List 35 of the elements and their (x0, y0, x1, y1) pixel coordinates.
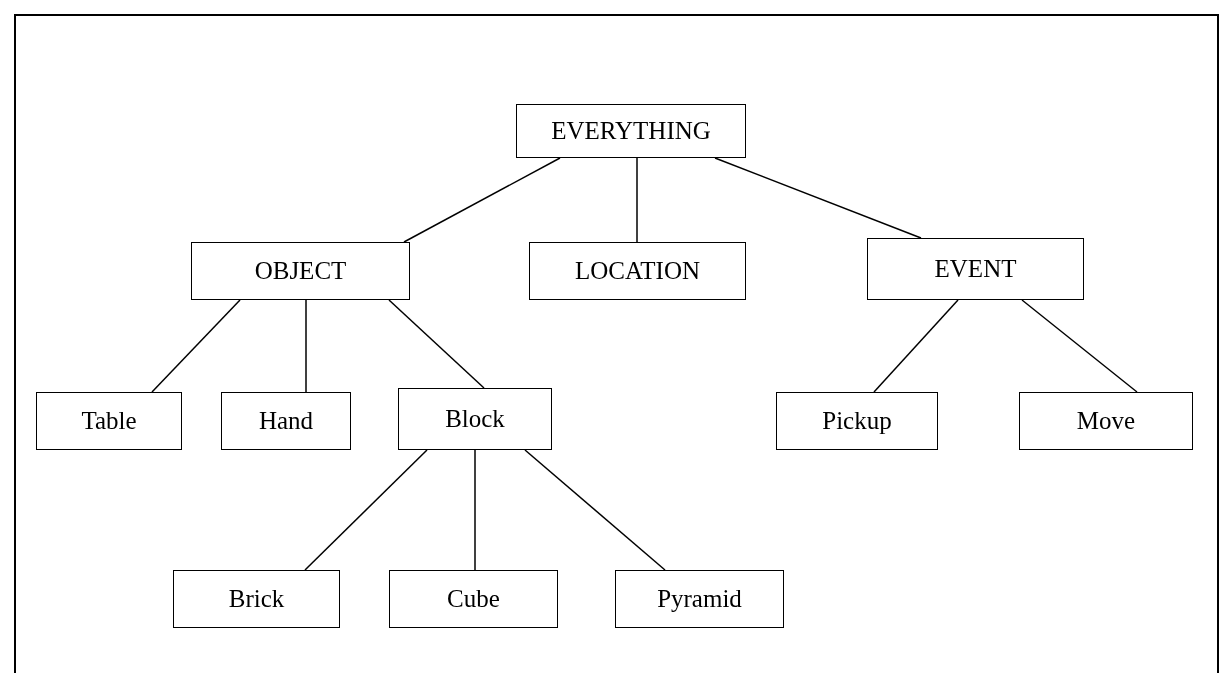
category-box (529, 242, 746, 300)
category-label: Block (445, 405, 505, 433)
category-label: Brick (228, 585, 285, 613)
connector-line (873, 299, 959, 393)
category-box (221, 392, 351, 450)
category-box (36, 392, 182, 450)
category-box (389, 570, 558, 628)
connector-line (636, 157, 638, 243)
category-label: LOCATION (575, 257, 700, 285)
connector-line (1021, 299, 1138, 393)
category-label: EVERYTHING (551, 117, 711, 145)
category-label: OBJECT (254, 257, 347, 285)
category-label: Move (1076, 407, 1136, 435)
category-box (615, 570, 784, 628)
category-box (776, 392, 938, 450)
category-label: EVENT (934, 255, 1017, 283)
category-box (191, 242, 410, 300)
connector-line (403, 157, 561, 243)
category-box (516, 104, 746, 158)
connector-line (304, 449, 428, 571)
connector-line (714, 157, 922, 239)
category-box (1019, 392, 1193, 450)
category-label: Cube (447, 585, 500, 613)
connector-line (151, 299, 241, 393)
connector-line (474, 449, 476, 571)
category-label: Pyramid (657, 585, 742, 613)
category-label: Table (81, 407, 137, 435)
category-label: Hand (258, 407, 314, 435)
connector-line (524, 449, 666, 571)
category-box (173, 570, 340, 628)
connector-line (305, 299, 307, 393)
category-label: Pickup (822, 407, 892, 435)
category-box (398, 388, 552, 450)
category-box (867, 238, 1084, 300)
connector-line (388, 299, 485, 389)
